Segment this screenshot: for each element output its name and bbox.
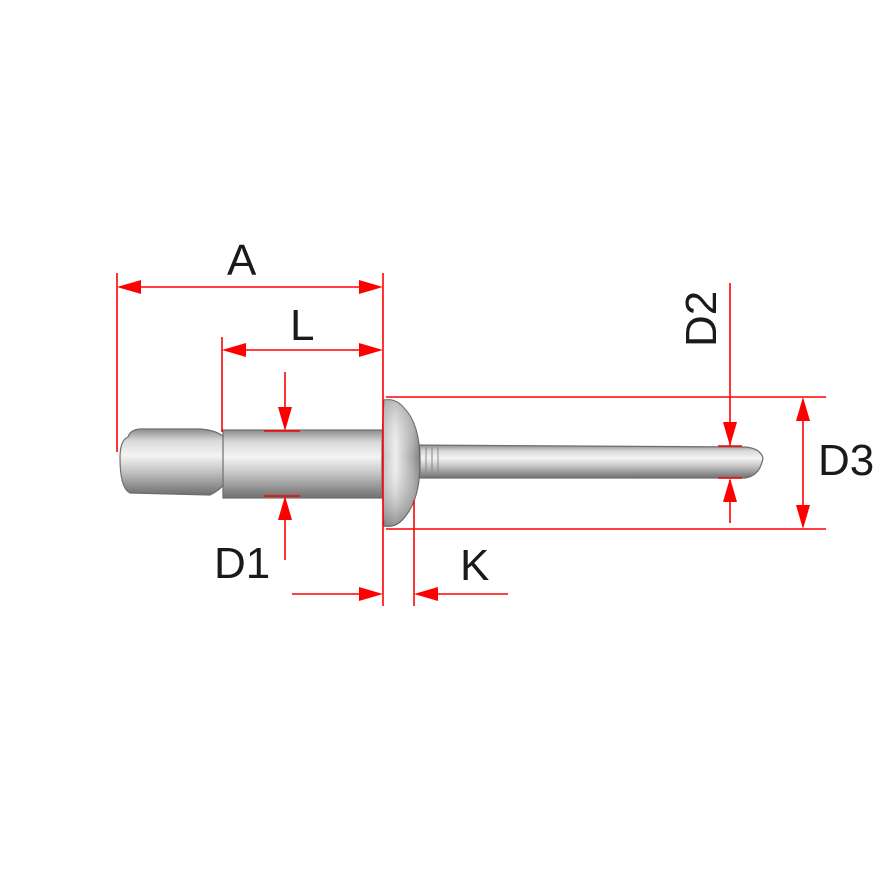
label-a: A (227, 236, 257, 285)
label-d2: D2 (677, 291, 726, 347)
mandrel-tip (119, 428, 225, 496)
dimension-k (292, 587, 508, 601)
rivet (119, 399, 764, 527)
label-l: L (290, 301, 314, 350)
dimension-d2 (723, 422, 737, 502)
dimension-d1 (278, 372, 292, 560)
label-k: K (460, 541, 489, 590)
dimension-labels: A L D1 D2 D3 K (214, 236, 874, 590)
label-d3: D3 (818, 436, 874, 485)
mandrel-stem (404, 444, 764, 479)
dimension-lines (116, 273, 826, 606)
dimension-d3 (796, 397, 810, 529)
dimension-a (117, 280, 383, 294)
rivet-body (222, 429, 386, 499)
dimension-l (222, 343, 383, 357)
label-d1: D1 (214, 539, 270, 588)
